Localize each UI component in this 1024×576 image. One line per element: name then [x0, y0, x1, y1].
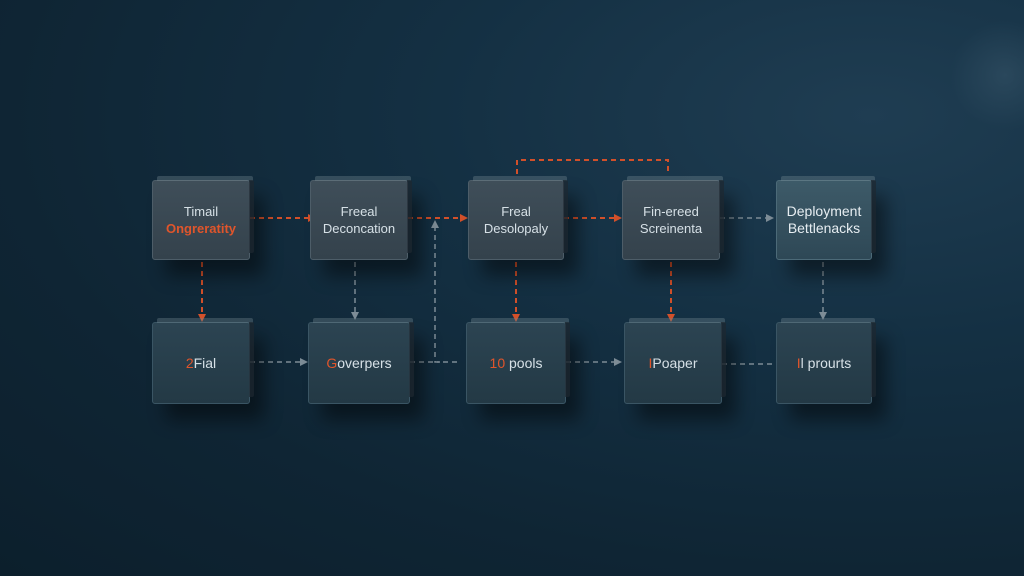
node-label-accent: G	[326, 354, 338, 371]
node-label: Goverpers	[326, 355, 391, 372]
node-label: Freal	[501, 204, 531, 219]
node-label-accent: Ongreratity	[165, 221, 237, 236]
node-bottom-5[interactable]: Il prourts	[776, 318, 876, 404]
arrowhead	[198, 314, 206, 322]
arrowhead	[512, 314, 520, 322]
node-label: Freeal	[340, 204, 378, 219]
arrowhead	[300, 358, 308, 366]
arrowhead	[614, 214, 622, 222]
node-label: 10 pools	[490, 355, 543, 372]
arrowhead	[431, 220, 439, 228]
arrowhead	[460, 214, 468, 222]
node-label-rest: l prourts	[800, 354, 852, 371]
node-label-accent: 10	[489, 354, 506, 371]
arrowhead	[667, 314, 675, 322]
arrowhead	[614, 358, 622, 366]
node-label: Fin-ereed	[643, 204, 699, 219]
node-bottom-2[interactable]: Goverpers	[308, 318, 414, 404]
node-top-1[interactable]: Timail Ongreratity	[152, 176, 254, 260]
node-label-accent: 2	[185, 354, 194, 371]
node-label: 2Fial	[186, 355, 216, 372]
arrowhead	[766, 214, 774, 222]
node-bottom-3[interactable]: 10 pools	[466, 318, 570, 404]
node-label: Bettlenacks	[787, 220, 861, 236]
node-label: Timail	[183, 204, 219, 219]
node-label: Screinenta	[639, 221, 703, 236]
node-top-3[interactable]: Freal Desolopaly	[468, 176, 568, 260]
node-label: Il prourts	[797, 355, 851, 372]
node-label-rest: overpers	[337, 354, 392, 371]
node-label: Deconcation	[322, 221, 396, 236]
node-top-4[interactable]: Fin-ereed Screinenta	[622, 176, 724, 260]
node-label: IPoaper	[648, 355, 697, 372]
connector-loop-t2-b3	[434, 226, 460, 363]
arrowhead	[819, 312, 827, 320]
node-label-rest: Fial	[193, 354, 217, 371]
node-label: Desolopaly	[483, 221, 549, 236]
node-top-2[interactable]: Freeal Deconcation	[310, 176, 412, 260]
node-label-rest: Poaper	[652, 354, 698, 371]
node-label-accent: I	[648, 354, 653, 371]
arrowhead	[351, 312, 359, 320]
node-label: Deployment	[786, 203, 862, 219]
node-label-accent: I	[796, 354, 801, 371]
node-bottom-1[interactable]: 2Fial	[152, 318, 254, 404]
node-label-rest: pools	[505, 354, 543, 371]
node-bottom-4[interactable]: IPoaper	[624, 318, 726, 404]
node-top-5[interactable]: Deployment Bettlenacks	[776, 176, 876, 260]
connector-bridge-t3-t4	[516, 159, 669, 174]
